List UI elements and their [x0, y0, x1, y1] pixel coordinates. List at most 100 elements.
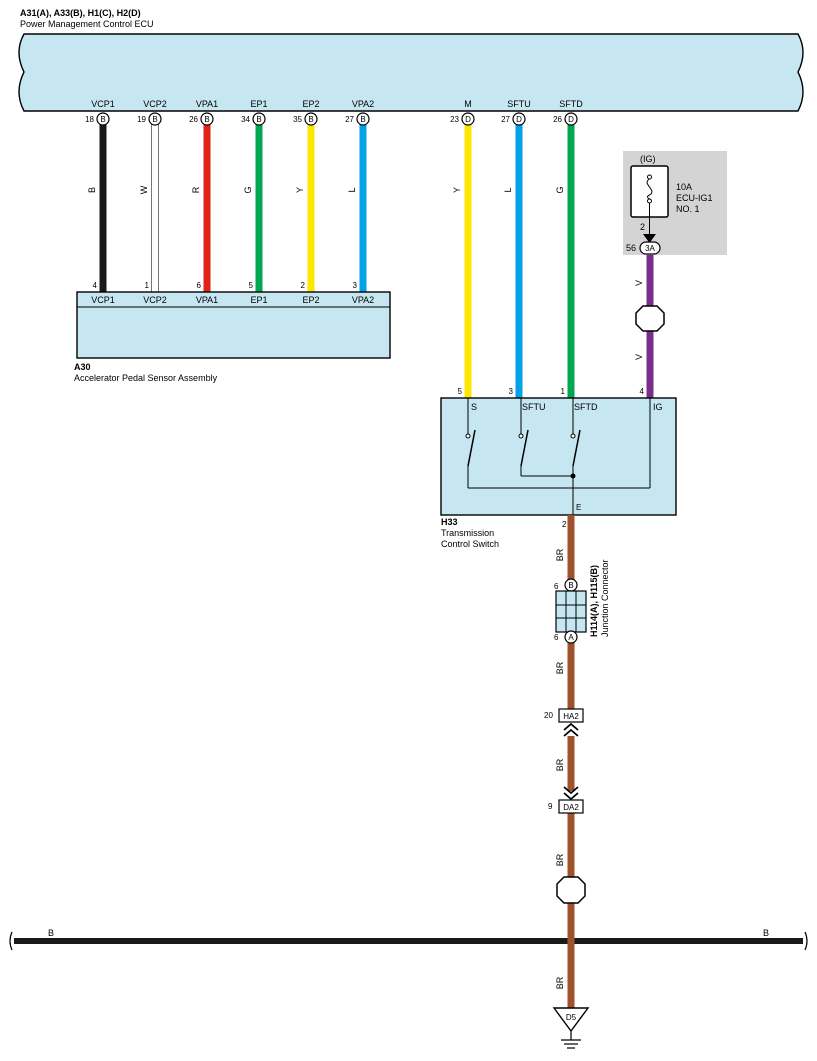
ecu-connector-letter: B [100, 115, 105, 124]
switch-contacts [467, 398, 651, 515]
ecu-pin-label: SFTD [559, 99, 583, 109]
wire-vcp2 [151, 123, 159, 293]
ecu-connector-letter: B [256, 115, 261, 124]
ha2-connector-box [558, 708, 584, 723]
ecu-pin-number: 18 [85, 115, 94, 124]
ecu-pin-number: 26 [189, 115, 198, 124]
wire-code-vpa2: L [347, 187, 357, 192]
fuse-source: (IG) [640, 154, 656, 164]
ecu-pin-number: 23 [450, 115, 459, 124]
bus-wire-code-left: B [48, 928, 54, 938]
ecu-pin-label: M [464, 99, 472, 109]
ecu-connector-letter: D [568, 115, 574, 124]
pedal-sensor-box [76, 291, 391, 359]
pedal-pin-number: 4 [93, 281, 98, 290]
switch-ground-pin: 2 [562, 520, 567, 529]
fuse-number: NO. 1 [676, 204, 700, 214]
ecu-connector-badge [512, 112, 526, 126]
switch-contact-sftd [570, 433, 576, 439]
junction-bottom-conn: A [568, 633, 574, 642]
wire-code-vcp1: B [87, 187, 97, 193]
ground-wire-code-4: BR [555, 853, 565, 866]
wire-code-sftd: G [555, 186, 565, 193]
ecu-pin-number: 34 [241, 115, 250, 124]
fuse-rating: 10A [676, 182, 692, 192]
junction-connector-body [555, 590, 587, 633]
pedal-pin-label: EP1 [250, 295, 267, 305]
fuse-connector: 3A [645, 244, 655, 253]
switch-pin-label: S [471, 402, 477, 412]
ecu-connector-badge [461, 112, 475, 126]
switch-pin-number: 5 [458, 387, 463, 396]
ecu-pin-number: 35 [293, 115, 302, 124]
junction-top-pin: 6 [554, 582, 559, 591]
violet-splice-octagon [635, 305, 665, 332]
switch-id: H33 [441, 517, 458, 527]
wire-code-m: Y [452, 187, 462, 193]
switch-pin-label: SFTD [574, 402, 598, 412]
pedal-pin-label: VCP1 [91, 295, 115, 305]
junction-top-conn: B [568, 581, 573, 590]
ecu-pin-label: VPA1 [196, 99, 218, 109]
ecu-connector-badge [252, 112, 266, 126]
pedal-pin-label: VPA1 [196, 295, 218, 305]
wire-code-ep2: Y [295, 187, 305, 193]
violet-wire-code-bottom: V [634, 354, 644, 360]
pedal-pin-label: EP2 [302, 295, 319, 305]
pedal-pin-label: VPA2 [352, 295, 374, 305]
ecu-connector-letter: B [308, 115, 313, 124]
ecu-connector-letter: B [204, 115, 209, 124]
violet-wire-code-top: V [634, 280, 644, 286]
junction-bottom-pin: 6 [554, 633, 559, 642]
ecu-connector-badge [304, 112, 318, 126]
ground-icon [561, 1031, 581, 1049]
ground-point-triangle [552, 1007, 590, 1033]
pedal-pin-number: 5 [249, 281, 254, 290]
fuse-terminal-bottom [647, 198, 652, 204]
da2-pin: 9 [548, 802, 553, 811]
ecu-connector-letter: D [465, 115, 471, 124]
da2-connector-box [558, 799, 584, 814]
ecu-name: Power Management Control ECU [20, 19, 154, 29]
ground-wire-code-2: BR [555, 661, 565, 674]
ecu-pin-group: VCP118VCP219VPA126EP134EP235VPA227M23SFT… [85, 99, 583, 398]
ecu-pin-number: 27 [501, 115, 510, 124]
switch-name-line1: Transmission [441, 528, 494, 538]
ecu-connector-letter: D [516, 115, 522, 124]
da2-chevron-icon [563, 786, 579, 801]
switch-name-line2: Control Switch [441, 539, 499, 549]
ecu-connector-badge [96, 112, 110, 126]
switch-junction-dot [570, 473, 576, 479]
switch-contact-sftu [518, 433, 524, 439]
pedal-pin-label: VCP2 [143, 295, 167, 305]
switch-pin-number: 3 [509, 387, 514, 396]
ecu-pin-label: VCP2 [143, 99, 167, 109]
switch-ground-label: E [576, 503, 581, 512]
switch-pin-label: IG [653, 402, 663, 412]
ecu-connector-letter: B [360, 115, 365, 124]
fuse-connector-pin: 56 [626, 243, 636, 253]
fuse-connector-badge [639, 241, 661, 255]
wire-code-ep1: G [243, 186, 253, 193]
fuse-terminal-top [647, 174, 652, 180]
ecu-connector-letter: B [152, 115, 157, 124]
bus-wire-code-right: B [763, 928, 769, 938]
da2-connector: DA2 [563, 803, 579, 812]
bus-right-break-icon [804, 931, 808, 951]
fuse-icon [646, 178, 653, 200]
ha2-chevron-icon [563, 722, 579, 737]
ha2-pin: 20 [544, 711, 553, 720]
junction-bottom-badge [564, 630, 578, 644]
junction-id: H114(A), H115(B) [589, 565, 599, 637]
ecu-connector-badge [356, 112, 370, 126]
pedal-pin-number: 2 [301, 281, 306, 290]
ground-wire-code-1: BR [555, 548, 565, 561]
ecu-pin-label: EP1 [250, 99, 267, 109]
fuse-name: ECU-IG1 [676, 193, 713, 203]
switch-box [440, 397, 677, 516]
ecu-pin-label: VCP1 [91, 99, 115, 109]
ground-wire-code-3: BR [555, 758, 565, 771]
